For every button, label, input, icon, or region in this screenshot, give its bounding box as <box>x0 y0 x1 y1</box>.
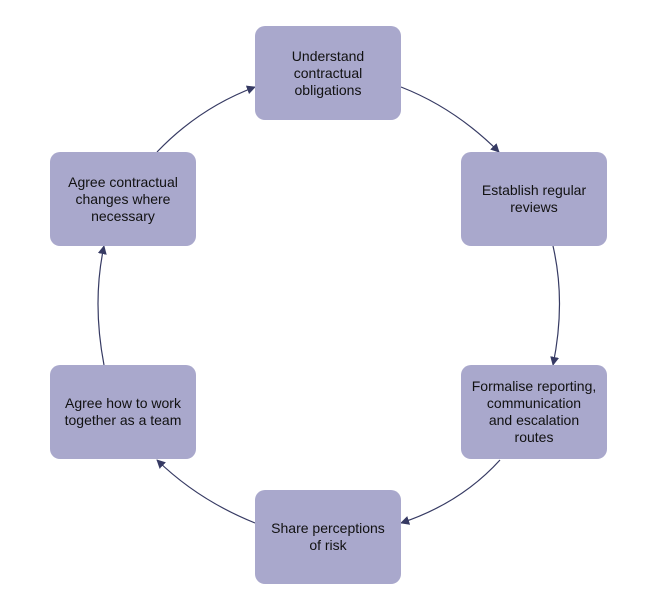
connector-arrow-reporting-to-risk <box>400 459 501 525</box>
step-label: Agree contractual changes where necessar… <box>68 173 178 224</box>
step-box-share-risk: Share perceptions of risk <box>255 490 401 584</box>
connector-arrow-changes-to-understand <box>156 85 256 153</box>
step-label: Understand contractual obligations <box>291 47 365 98</box>
connector-arrow-reviews-to-reporting <box>550 245 561 366</box>
connector-arrow-risk-to-teamwork <box>156 459 256 524</box>
step-label: Agree how to work together as a team <box>64 395 182 428</box>
step-label: Share perceptions of risk <box>271 520 385 553</box>
step-box-formalise-reporting: Formalise reporting, communication and e… <box>461 365 607 459</box>
step-box-establish-reviews: Establish regular reviews <box>461 152 607 246</box>
connector-arrow-understand-to-reviews <box>400 86 500 153</box>
step-box-understand-obligations: Understand contractual obligations <box>255 26 401 120</box>
step-box-agree-teamwork: Agree how to work together as a team <box>50 365 196 459</box>
step-box-agree-changes: Agree contractual changes where necessar… <box>50 152 196 246</box>
step-label: Establish regular reviews <box>481 182 587 215</box>
connector-arrow-teamwork-to-changes <box>97 245 107 366</box>
step-label: Formalise reporting, communication and e… <box>471 378 597 445</box>
